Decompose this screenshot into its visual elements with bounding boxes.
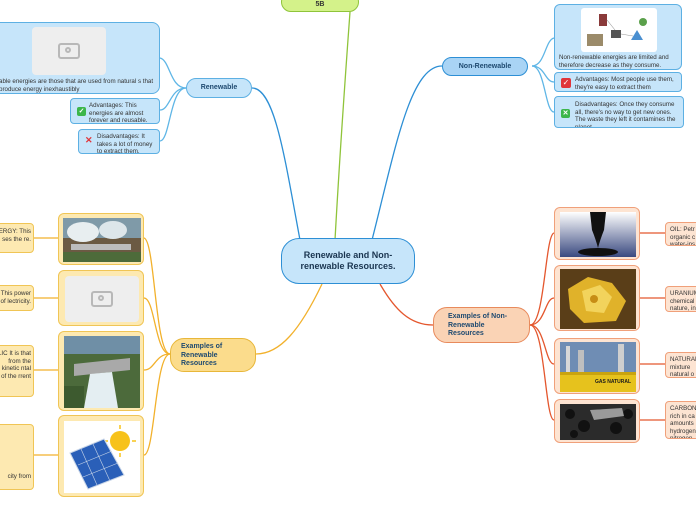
example-non-renewable-2[interactable]: URANIUM chemical nature, in <box>665 286 696 312</box>
gas-natural-label: GAS NATURAL <box>595 379 632 385</box>
renewable-advantages-text: Advantages: This energies are almost for… <box>89 102 148 124</box>
non-renewable-advantages-text: Advantages: Most people use them, they'r… <box>575 76 674 91</box>
example-renewable-1[interactable]: ERGY: This ses the re. <box>0 223 34 253</box>
examples-non-renewable-label: Examples of Non-Renewable Resources <box>448 313 508 337</box>
example-renewable-3[interactable]: LIC It is that from the kinetic ntal of … <box>0 345 34 397</box>
uranium-image-frame <box>554 265 640 331</box>
example-renewable-2[interactable]: ': This power of lectricity. <box>0 285 34 311</box>
oil-image <box>560 212 636 257</box>
natural-gas-image-frame: GAS NATURAL <box>554 338 640 394</box>
example-non-renewable-3-text: NATURAL a mixture natural o <box>670 356 696 378</box>
renewable-node[interactable]: Renewable <box>186 78 252 98</box>
example-non-renewable-4[interactable]: CARBON: rich in ca amounts hydrogen nitr… <box>665 401 696 439</box>
non-renewable-node[interactable]: Non-Renewable <box>442 57 528 76</box>
central-topic[interactable]: Renewable and Non-renewable Resources. <box>281 238 415 284</box>
renewable-disadvantages-text: Disadvantages: It takes a lot of money t… <box>97 133 153 154</box>
non-renewable-disadvantages[interactable]: ✕ Disadvantages: Once they consume all, … <box>554 96 684 128</box>
uranium-image <box>560 269 636 329</box>
non-renewable-advantages[interactable]: ✓ Advantages: Most people use them, they… <box>554 72 682 92</box>
connector-top <box>334 11 351 241</box>
renewable-label: Renewable <box>200 84 238 92</box>
examples-renewable-label: Examples of Renewable Resources <box>181 343 223 367</box>
example-non-renewable-3[interactable]: NATURAL a mixture natural o <box>665 352 696 378</box>
camera-icon <box>58 43 80 59</box>
example-non-renewable-2-text: URANIUM chemical nature, in <box>670 290 696 312</box>
example-renewable-1-text: ERGY: This ses the re. <box>0 228 31 243</box>
example-renewable-4[interactable]: city from <box>0 424 34 490</box>
dam-image <box>64 336 140 408</box>
renewable-definition-text: able energies are those that are used fr… <box>0 78 154 93</box>
top-node[interactable]: 5B <box>281 0 359 12</box>
non-renewable-disadvantages-text: Disadvantages: Once they consume all, th… <box>575 101 676 128</box>
camera-icon <box>91 291 113 307</box>
wind-image-frame <box>58 270 144 326</box>
image-placeholder <box>65 276 139 322</box>
solar-panel-image <box>64 421 140 493</box>
non-renewable-diagram-image <box>581 8 657 52</box>
top-node-label: 5B <box>315 1 325 9</box>
geothermal-image <box>63 218 141 262</box>
connector-non-renewable <box>371 65 443 241</box>
renewable-advantages[interactable]: ✓ Advantages: This energies are almost f… <box>70 98 160 124</box>
solar-image-frame <box>58 415 144 497</box>
connector-examples-renewable <box>255 283 323 355</box>
example-non-renewable-1[interactable]: OIL: Petr organic c water-ins <box>665 222 696 246</box>
check-icon: ✓ <box>77 107 86 116</box>
connector-examples-non-renewable <box>379 283 434 326</box>
example-renewable-3-text: LIC It is that from the kinetic ntal of … <box>0 350 31 380</box>
example-non-renewable-1-text: OIL: Petr organic c water-ins <box>670 226 696 246</box>
non-renewable-definition-text: Non-renewable energies are limited and t… <box>559 54 669 69</box>
non-renewable-definition[interactable]: Non-renewable energies are limited and t… <box>554 4 682 70</box>
renewable-definition[interactable]: able energies are those that are used fr… <box>0 22 160 94</box>
renewable-disadvantages[interactable]: ✕ Disadvantages: It takes a lot of money… <box>78 129 160 154</box>
central-topic-title: Renewable and Non-renewable Resources. <box>300 250 396 271</box>
hydraulic-image-frame <box>58 331 144 411</box>
oil-image-frame <box>554 207 640 260</box>
example-renewable-2-text: ': This power of lectricity. <box>0 290 31 305</box>
example-non-renewable-4-text: CARBON: rich in ca amounts hydrogen nitr… <box>670 405 696 439</box>
check-mark-icon: ✓ <box>561 78 571 88</box>
connector-renewable <box>251 87 301 241</box>
examples-non-renewable-node[interactable]: Examples of Non-Renewable Resources <box>433 307 530 343</box>
natural-gas-image <box>560 342 636 392</box>
carbon-image <box>560 404 636 440</box>
cross-icon: ✕ <box>85 135 93 145</box>
cross-box-icon: ✕ <box>561 109 570 118</box>
image-placeholder <box>32 27 106 75</box>
geothermal-image-frame <box>58 213 144 265</box>
carbon-image-frame <box>554 399 640 443</box>
example-renewable-4-text: city from <box>7 473 31 480</box>
examples-renewable-node[interactable]: Examples of Renewable Resources <box>170 338 256 372</box>
non-renewable-label: Non-Renewable <box>458 62 512 70</box>
